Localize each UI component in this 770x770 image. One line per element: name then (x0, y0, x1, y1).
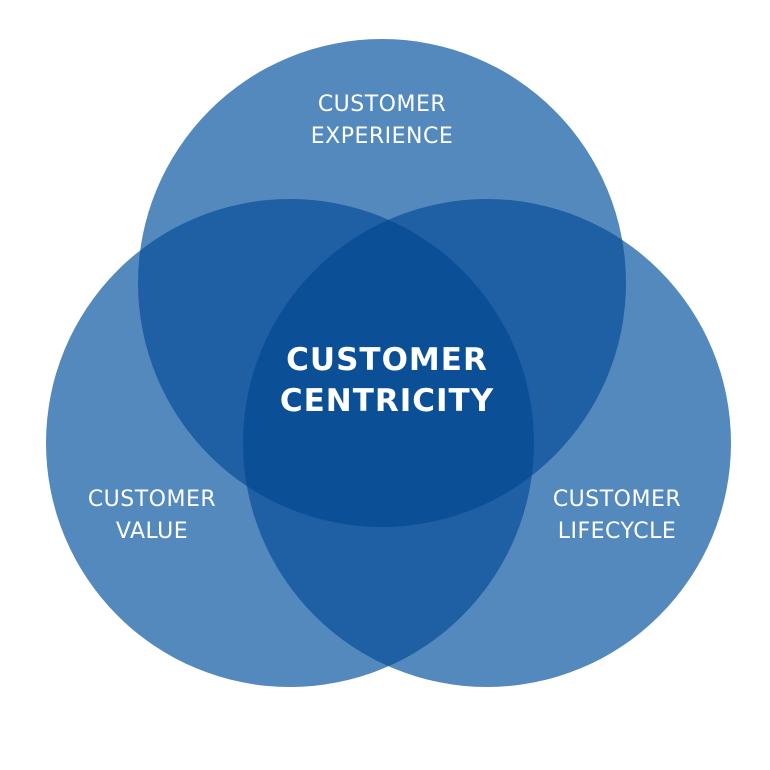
label-customer-centricity: CUSTOMER CENTRICITY (237, 340, 537, 422)
overlap-center (243, 199, 534, 527)
label-customer-experience-line1: CUSTOMER (317, 92, 447, 117)
label-customer-value: CUSTOMER VALUE (52, 484, 252, 548)
label-customer-lifecycle: CUSTOMER LIFECYCLE (517, 484, 717, 548)
label-customer-lifecycle-line1: CUSTOMER (552, 487, 682, 512)
label-customer-centricity-line2: CENTRICITY (279, 383, 495, 419)
label-customer-centricity-line1: CUSTOMER (286, 342, 488, 378)
label-customer-experience-line2: EXPERIENCE (310, 124, 454, 149)
label-customer-lifecycle-line2: LIFECYCLE (557, 519, 677, 544)
label-customer-value-line2: VALUE (115, 519, 189, 544)
label-customer-value-line1: CUSTOMER (87, 487, 217, 512)
label-customer-experience: CUSTOMER EXPERIENCE (282, 89, 482, 153)
